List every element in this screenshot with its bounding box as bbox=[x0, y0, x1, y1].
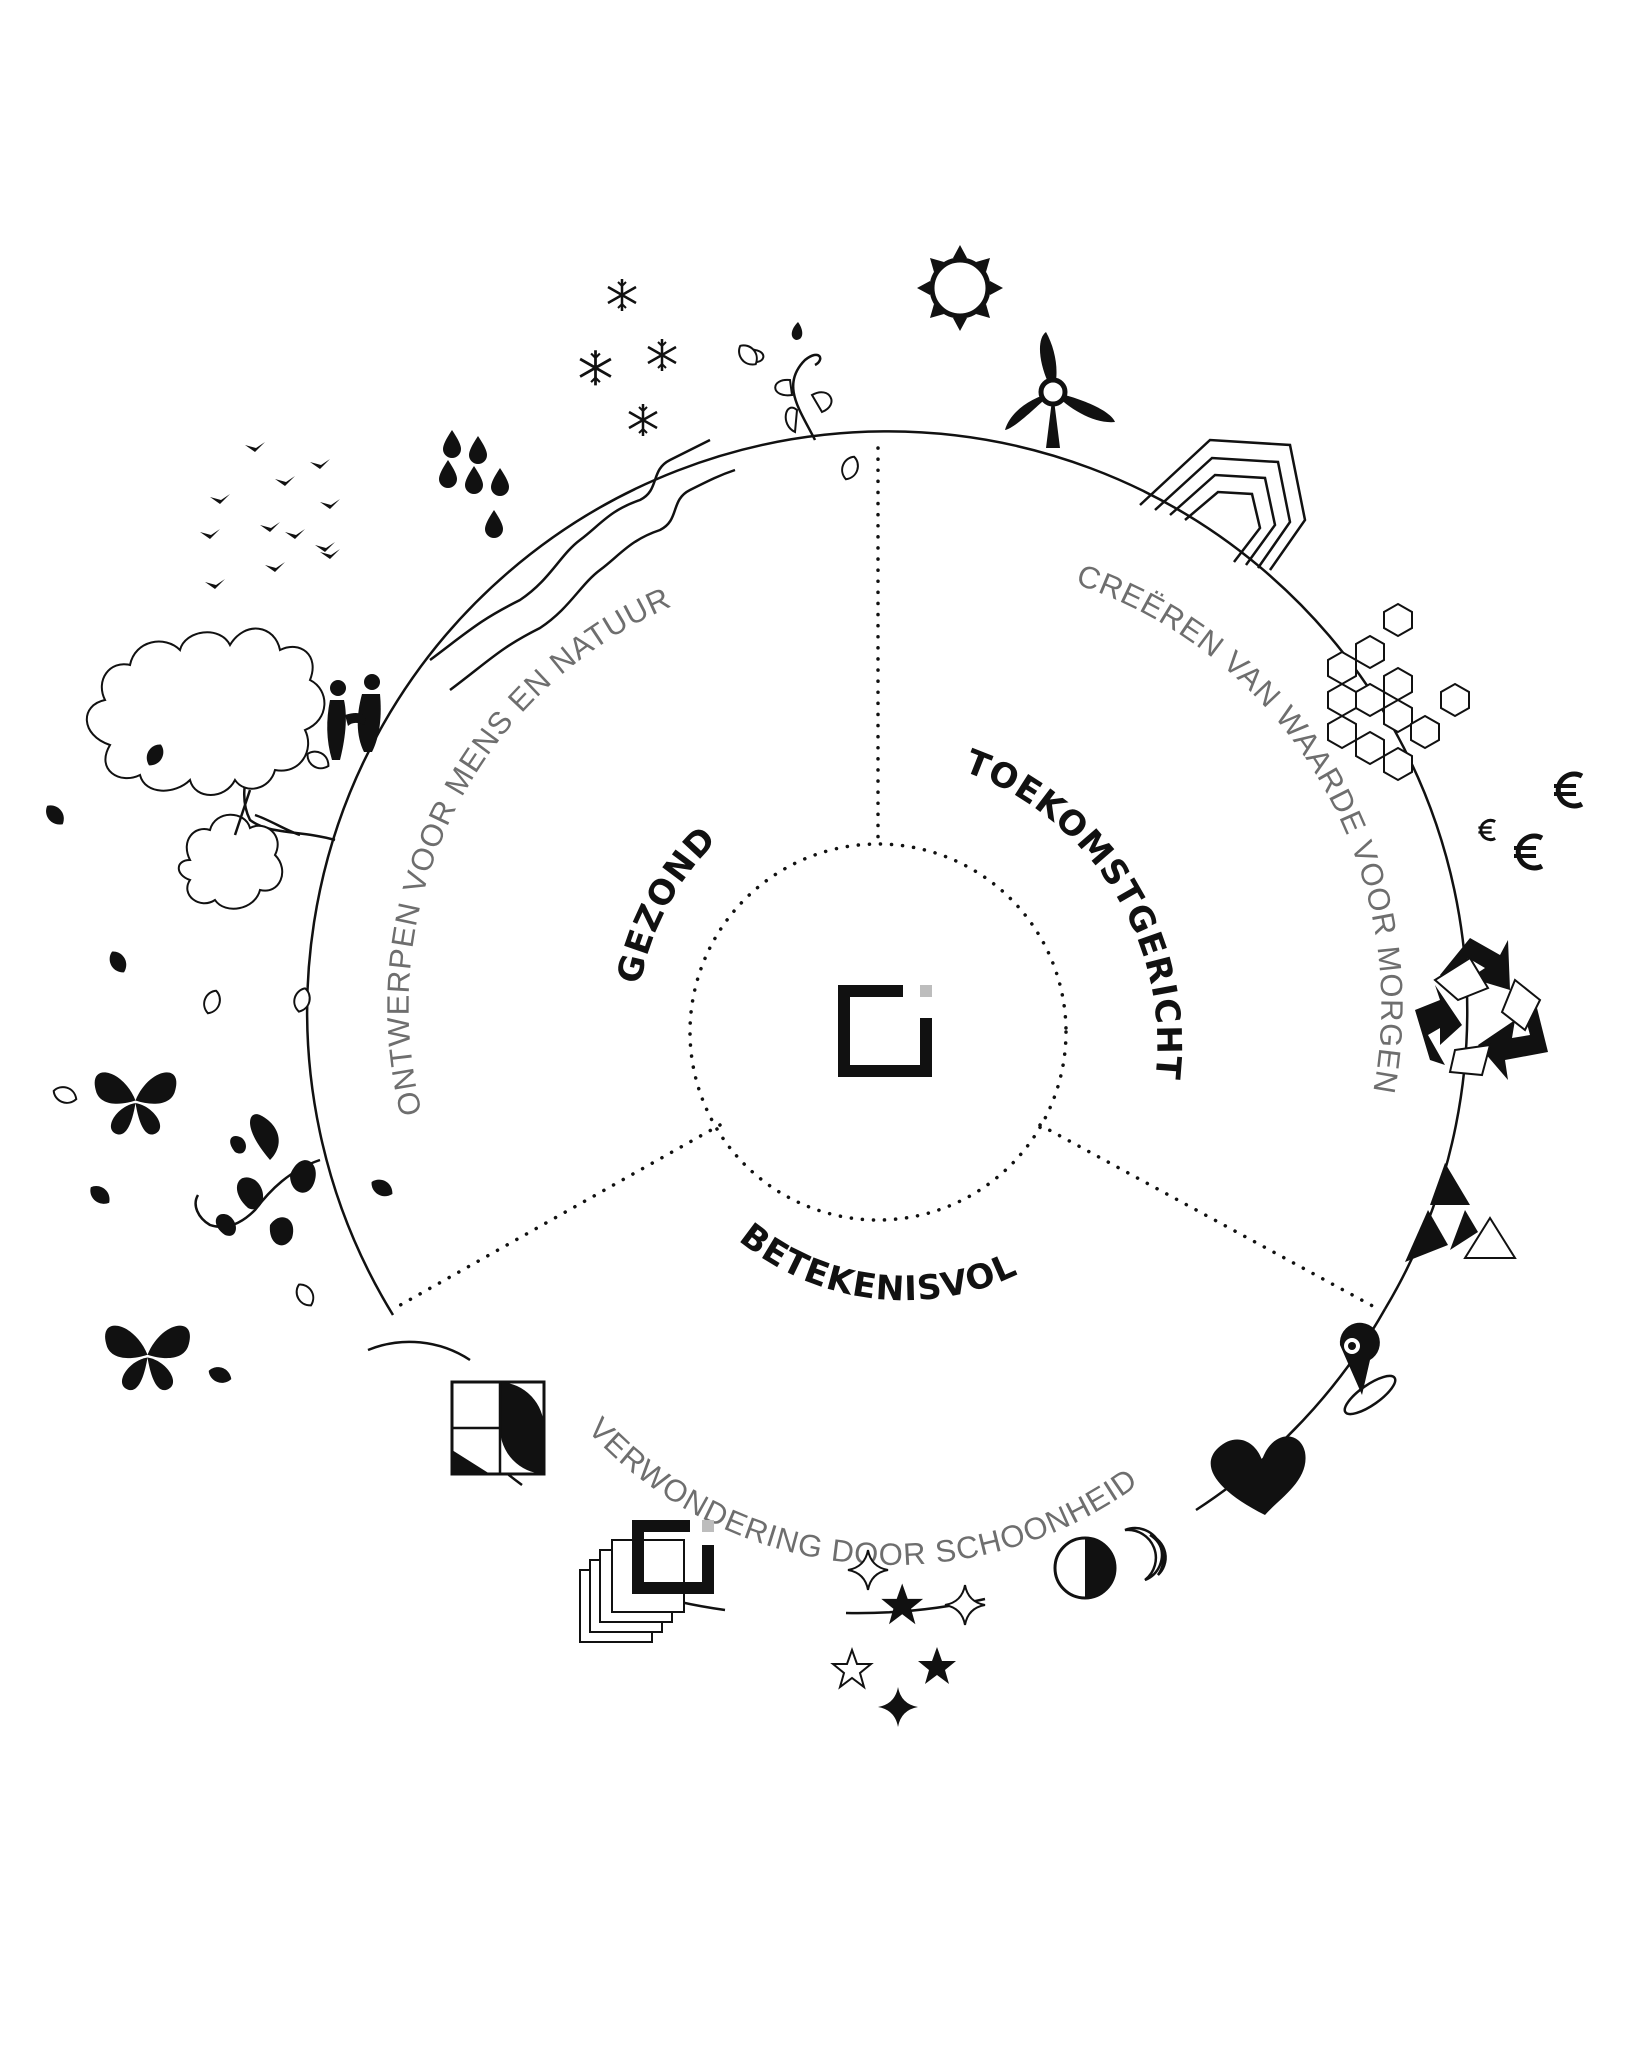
pillar-gezond: GEZOND bbox=[609, 818, 724, 987]
ci-logo bbox=[838, 985, 932, 1077]
dotted-structure bbox=[393, 446, 1382, 1312]
sprout-icon bbox=[741, 322, 833, 441]
honeycomb-icon bbox=[1327, 603, 1470, 781]
moon-phases-icon bbox=[1053, 1526, 1167, 1600]
euro-icon bbox=[1476, 774, 1582, 868]
tree-icon bbox=[85, 627, 336, 910]
layered-logo-icon bbox=[579, 1520, 714, 1643]
river-icon bbox=[429, 438, 736, 691]
triangles-icon bbox=[1405, 1163, 1517, 1262]
vine-icon bbox=[194, 1114, 321, 1246]
leaf-icon bbox=[41, 339, 863, 1387]
snowflake-icon bbox=[578, 277, 678, 438]
golden-ratio-icon bbox=[367, 1340, 546, 1476]
location-pin-icon bbox=[1339, 1322, 1397, 1416]
butterfly-icon bbox=[94, 1072, 190, 1391]
bird-flock-icon bbox=[200, 442, 340, 589]
pillar-betekenisvol: BETEKENISVOL bbox=[732, 1215, 1022, 1309]
sun-icon bbox=[917, 245, 1003, 331]
recycle-icon bbox=[1415, 938, 1548, 1080]
people-icon bbox=[327, 674, 381, 760]
wind-turbine-icon bbox=[1005, 332, 1115, 448]
pillar-toekomstgericht: TOEKOMSTGERICHT bbox=[960, 742, 1189, 1082]
heart-icon bbox=[1210, 1436, 1306, 1515]
raindrops-icon bbox=[439, 430, 509, 538]
arc-label-waarde: CREËREN VAN WAARDE VOOR MORGEN bbox=[1073, 557, 1410, 1096]
building-icon bbox=[1139, 438, 1307, 571]
stars-icon bbox=[832, 1549, 986, 1727]
